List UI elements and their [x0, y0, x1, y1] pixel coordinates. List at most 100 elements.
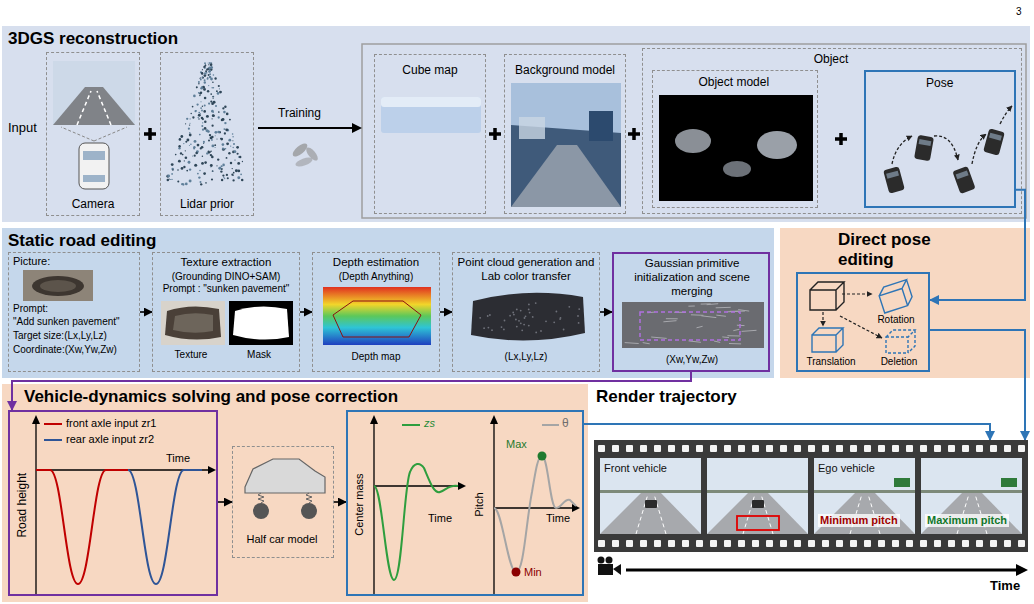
lidar-point	[235, 169, 238, 172]
lidar-point	[208, 74, 210, 76]
lidar-point	[175, 154, 177, 156]
lidar-point	[234, 150, 237, 153]
horizon	[600, 490, 701, 493]
lidar-point	[208, 62, 209, 63]
lidar-point	[226, 142, 229, 145]
point	[516, 326, 518, 328]
section-band: Render trajectoryFront vehicleEgo vehicl…	[590, 384, 1030, 602]
axis-head	[490, 415, 498, 424]
connector	[300, 311, 312, 313]
sprocket-hole	[850, 445, 857, 452]
car-window	[83, 175, 105, 182]
sprocket-hole	[1004, 445, 1011, 452]
process-box: Texture extraction(Grounding DINO+SAM)Pr…	[152, 252, 300, 372]
section-title: Direct pose editing	[838, 230, 988, 271]
axis-head	[370, 415, 378, 424]
lidar-point	[203, 88, 206, 91]
frame-road	[814, 492, 915, 534]
arrow-head	[352, 123, 362, 133]
lidar-point	[210, 93, 212, 95]
lidar-point	[200, 101, 201, 102]
lidar-point	[172, 169, 174, 171]
sprocket-hole	[850, 540, 857, 547]
wheel	[253, 503, 269, 519]
lidar-point	[196, 103, 198, 105]
lidar-point	[169, 178, 170, 179]
lidar-point	[199, 78, 200, 79]
sprocket-hole	[934, 540, 941, 547]
axis-head	[32, 415, 40, 424]
lidar-point	[218, 85, 220, 87]
node-text: (Lx,Ly,Lz)	[455, 351, 597, 363]
gaussian-streak	[733, 329, 739, 331]
car-window	[989, 133, 1002, 141]
sprocket-hole	[822, 445, 829, 452]
point	[545, 320, 547, 322]
training-arrow	[258, 127, 352, 129]
lidar-point	[198, 83, 200, 85]
lidar-point	[204, 72, 206, 74]
sprocket-hole	[612, 445, 619, 452]
sprocket-hole	[794, 445, 801, 452]
lidar-point	[222, 148, 224, 150]
lidar-point	[188, 162, 190, 164]
lidar-point	[211, 110, 214, 113]
sprocket-hole	[1018, 540, 1025, 547]
node-text: "Add sunken pavement"	[13, 316, 135, 328]
section-band: 3DGS reconstructionCameraLidar priorCube…	[2, 26, 1030, 222]
mask-image	[229, 301, 293, 345]
lidar-point	[170, 179, 171, 180]
lidar-point	[219, 91, 222, 94]
sprocket-hole	[864, 445, 871, 452]
lidar-point	[204, 74, 207, 77]
merged-scene	[622, 302, 764, 348]
lane-line	[636, 494, 666, 534]
lidar-point	[218, 116, 220, 118]
lidar-point	[230, 145, 231, 146]
lidar-point	[221, 179, 223, 181]
pothole-marker	[737, 516, 779, 530]
lidar-point	[209, 134, 211, 136]
lidar-point	[214, 77, 216, 79]
lidar-point	[201, 117, 204, 120]
lidar-point	[233, 172, 235, 174]
sprocket-hole	[780, 445, 787, 452]
lidar-point	[228, 152, 230, 154]
node-text: Deletion	[870, 356, 928, 368]
gaussian-streak	[742, 330, 757, 331]
lidar-point	[241, 179, 244, 182]
lidar-point	[202, 72, 203, 73]
node-text: Camera	[47, 197, 139, 211]
illustration	[47, 53, 141, 217]
gaussian-streak	[688, 306, 694, 307]
lidar-point	[216, 90, 218, 92]
edit-box: RotationTranslationDeletion	[796, 272, 930, 372]
lidar-point	[196, 87, 197, 88]
frame-sky	[707, 458, 808, 534]
lidar-point	[222, 143, 225, 146]
lidar-point	[218, 167, 221, 170]
node-text: front axle input zr1	[66, 417, 216, 430]
spring	[258, 493, 312, 503]
illustration	[375, 55, 487, 215]
lidar-point	[203, 143, 204, 144]
lidar-point	[210, 164, 213, 167]
plus-sign	[835, 133, 847, 145]
lidar-point	[208, 70, 211, 73]
lidar-point	[200, 113, 201, 114]
car-body	[883, 166, 905, 193]
sprocket-hole	[878, 540, 885, 547]
illustration	[866, 72, 1018, 210]
rotation-group	[877, 280, 914, 313]
lidar-point	[185, 183, 188, 186]
lidar-point	[177, 180, 179, 182]
cube-symbol	[877, 280, 914, 313]
lidar-point	[171, 168, 174, 171]
lidar-point	[212, 96, 214, 98]
lidar-point	[201, 125, 203, 127]
lidar-point	[202, 156, 204, 158]
node-text: Rotation	[864, 314, 928, 326]
lidar-point	[219, 88, 220, 89]
node-text: zs	[424, 417, 446, 430]
lidar-point	[211, 125, 213, 127]
